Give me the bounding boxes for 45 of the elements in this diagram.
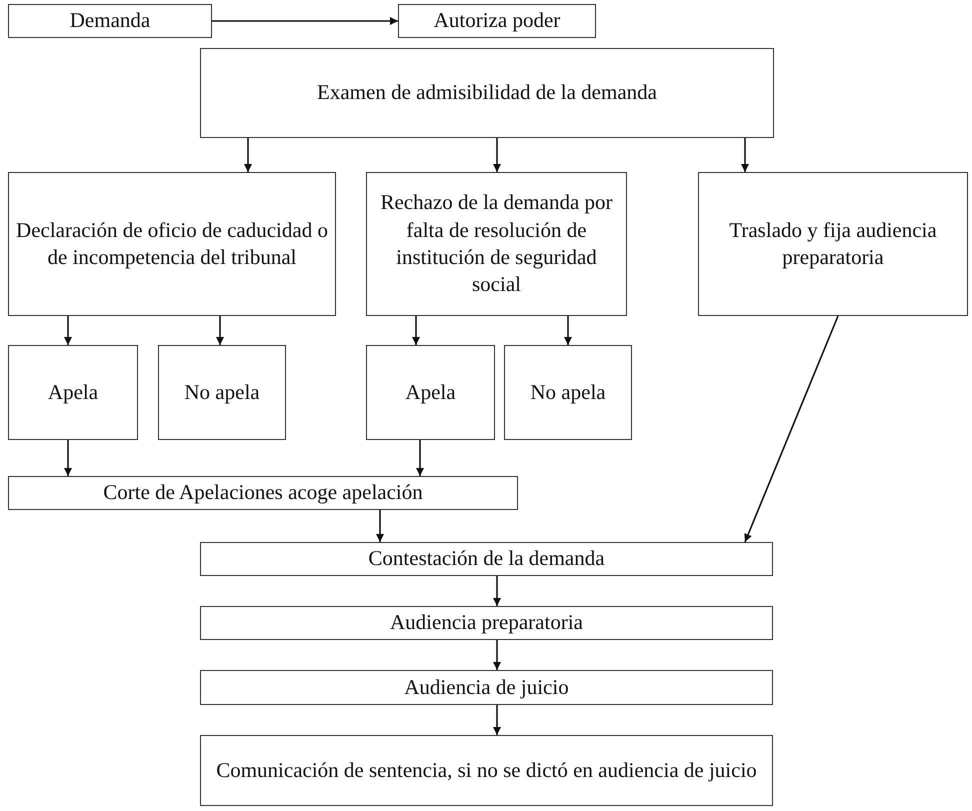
process-box <box>698 172 968 316</box>
process-box <box>8 4 212 38</box>
box-label: No apela <box>184 378 260 406</box>
process-box <box>200 735 773 806</box>
process-box <box>158 345 286 440</box>
arrow <box>564 316 572 345</box>
process-box <box>200 606 773 640</box>
arrow <box>493 705 501 735</box>
arrow <box>376 510 384 542</box>
process-box <box>200 670 773 705</box>
box-label: Audiencia de juicio <box>404 674 569 701</box>
process-box <box>200 542 773 576</box>
box-label: Apela <box>405 378 456 406</box>
box-label: Traslado y fija audiencia preparatoria <box>728 216 938 271</box>
arrow <box>64 440 72 476</box>
arrow <box>493 640 501 670</box>
box-label: Rechazo de la demanda por falta de resolución de institución de seguridad social <box>379 189 614 298</box>
box-label: Demanda <box>70 7 150 34</box>
process-box <box>8 172 336 316</box>
process-box <box>366 172 627 316</box>
box-label: No apela <box>530 378 606 406</box>
box-label: Examen de admisibilidad de la demanda <box>317 79 657 106</box>
arrow <box>64 316 72 345</box>
process-box <box>366 345 495 440</box>
arrow <box>244 138 252 172</box>
process-box <box>8 345 138 440</box>
process-box <box>504 345 632 440</box>
process-box <box>8 476 518 510</box>
box-label: Comunicación de sentencia, si no se dictó en audiencia de juicio <box>216 756 757 784</box>
box-label: Audiencia preparatoria <box>390 609 583 636</box>
box-label: Contestación de la demanda <box>368 545 605 572</box>
box-label: Declaración de oficio de caducidad o de incompetencia del tribunal <box>15 216 329 271</box>
process-box <box>200 48 774 138</box>
arrow <box>412 316 420 345</box>
process-box <box>398 4 596 38</box>
arrow <box>493 138 501 172</box>
box-label: Corte de Apelaciones acoge apelación <box>103 479 423 506</box>
arrow <box>741 138 749 172</box>
box-label: Autoriza poder <box>434 7 560 34</box>
arrow <box>216 316 224 345</box>
arrow <box>416 440 424 476</box>
box-label: Apela <box>48 378 98 406</box>
arrow <box>212 17 398 25</box>
arrow <box>493 576 501 606</box>
arrow <box>744 316 839 542</box>
